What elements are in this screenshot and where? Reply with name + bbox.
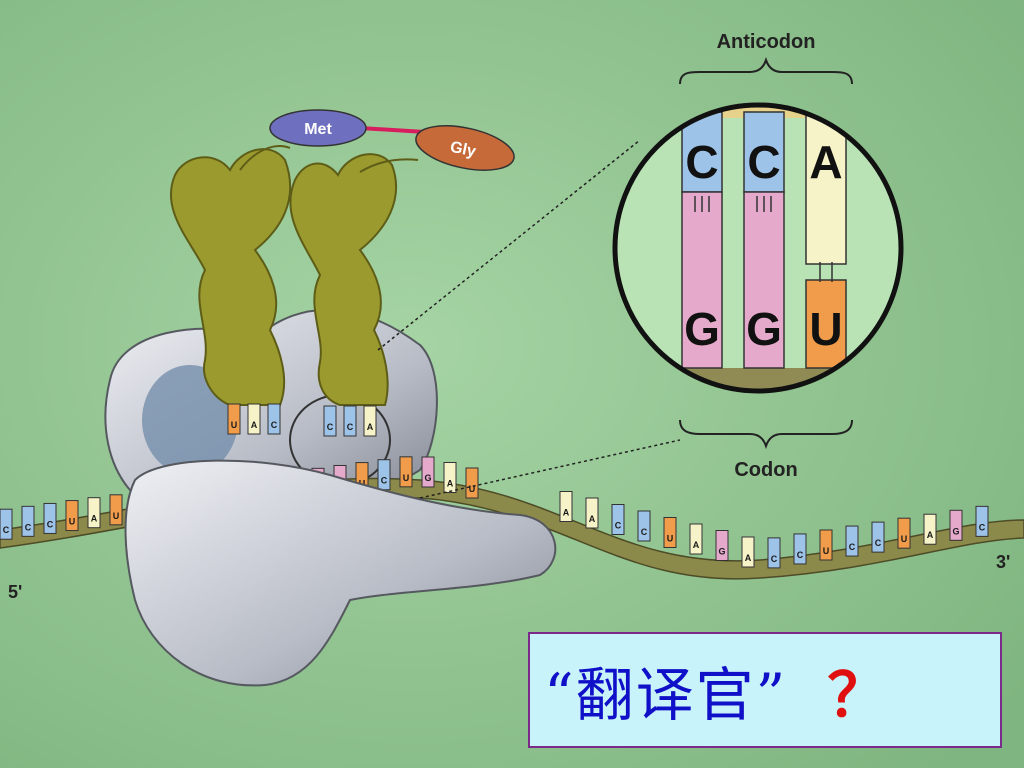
mrna-base-label: C	[3, 525, 10, 535]
mrna-base: G	[715, 530, 729, 561]
trna-right-base: C	[343, 405, 357, 437]
mrna-base-label: C	[797, 550, 804, 560]
mrna-base-label: A	[745, 553, 752, 563]
mrna-base: C	[377, 459, 391, 491]
mrna-base: C	[611, 504, 625, 535]
mrna-base-label: C	[47, 519, 54, 529]
mrna-base-label: A	[563, 508, 570, 518]
mrna-base: C	[767, 537, 781, 569]
mrna-base-label: A	[693, 540, 700, 550]
mrna-base-label: C	[615, 521, 622, 531]
trna-left-base: C	[267, 403, 281, 435]
question-mark: ？	[827, 661, 888, 729]
mrna-base-label: C	[771, 554, 778, 564]
trna-right-base-label: C	[327, 422, 334, 432]
magnified-anticodon-1: C	[685, 136, 718, 188]
trna-left-base-label: C	[271, 420, 278, 430]
caption-box: “翻译官” ？	[528, 632, 1002, 748]
ribosome-small-subunit	[124, 459, 557, 687]
trna-right	[289, 153, 397, 406]
mrna-base-label: U	[823, 546, 830, 556]
anticodon-label: Anticodon	[717, 31, 816, 53]
trna-right-base-label: C	[347, 422, 354, 432]
peptide-bond	[359, 126, 426, 134]
mrna-base: U	[465, 467, 479, 499]
mrna-base-label: G	[424, 473, 431, 483]
mrna-base: C	[845, 525, 859, 557]
mrna-base-label: C	[25, 522, 32, 532]
codon-bracket	[679, 419, 853, 450]
mrna-base: C	[0, 508, 13, 540]
mrna-base-label: A	[91, 514, 98, 524]
gly-label: Gly	[449, 139, 478, 161]
anticodon-bracket	[679, 56, 853, 85]
mrna-base: U	[819, 529, 833, 561]
mrna-base-label: C	[381, 476, 388, 486]
mrna-base-label: U	[403, 473, 410, 483]
zoom-line-top	[377, 139, 641, 351]
mrna-base-label: U	[667, 534, 674, 544]
zoom-line-bottom	[419, 439, 681, 499]
trna-left-base-label: A	[251, 420, 258, 430]
mrna-base: U	[663, 517, 677, 548]
mrna-base: A	[741, 536, 755, 568]
mrna-base-label: U	[469, 484, 476, 494]
mrna-base: G	[421, 456, 435, 488]
met-amino-acid	[269, 109, 367, 147]
mrna-base: U	[65, 500, 79, 532]
met-label: Met	[304, 121, 332, 138]
trna-left-base-label: U	[231, 420, 238, 430]
mrna-bases: CCCUAUUAUAUGGGUCUGAUAACCUAGACCUCCUAGC	[0, 456, 989, 569]
mrna-base-label: C	[979, 522, 986, 532]
mrna-base-label: C	[875, 538, 882, 548]
trna-left-base: A	[247, 403, 261, 435]
mrna-base-label: U	[69, 517, 76, 527]
gly-amino-acid	[415, 125, 515, 171]
caption-text: “翻译官”	[544, 661, 788, 729]
mrna-base: C	[21, 505, 35, 537]
magnified-view: C C A G G U	[612, 102, 904, 394]
mrna-base-label: G	[718, 547, 725, 557]
mrna-base-label: C	[641, 527, 648, 537]
mrna-base: A	[87, 497, 101, 529]
mrna-base: U	[109, 494, 123, 526]
five-prime-label: 5'	[8, 582, 22, 602]
mrna-base: C	[975, 505, 989, 537]
mrna-base: C	[43, 502, 57, 534]
trna-left	[169, 148, 292, 406]
magnified-codon-3: U	[809, 303, 842, 355]
mrna-base-label: A	[447, 479, 454, 489]
mrna-base: A	[923, 513, 937, 545]
mrna-base: U	[897, 517, 911, 549]
mrna-base: A	[443, 462, 457, 493]
magnified-anticodon-3: A	[809, 136, 842, 188]
mrna-base-label: A	[927, 530, 934, 540]
mrna-base: A	[689, 523, 703, 555]
mrna-base: G	[949, 509, 963, 541]
magnified-codon-2: G	[746, 303, 782, 355]
mrna-base: C	[871, 521, 885, 553]
three-prime-label: 3'	[996, 552, 1010, 572]
mrna-base-label: U	[113, 511, 120, 521]
trna-right-base: C	[323, 405, 337, 437]
magnified-codon-1: G	[684, 303, 720, 355]
mrna-base-label: U	[901, 534, 908, 544]
trna-right-base-label: A	[367, 422, 374, 432]
mrna-base-label: A	[589, 514, 596, 524]
mrna-base: A	[585, 497, 599, 529]
magnified-anticodon-2: C	[747, 136, 780, 188]
mrna-base: U	[399, 456, 413, 488]
trna-left-base: U	[227, 403, 241, 435]
codon-label: Codon	[734, 459, 797, 481]
mrna-base: A	[559, 491, 573, 522]
trna-right-base: A	[363, 405, 377, 437]
mrna-base-label: G	[952, 526, 959, 536]
mrna-base-label: C	[849, 542, 856, 552]
mrna-base: C	[637, 510, 651, 542]
mrna-base: C	[793, 533, 807, 565]
